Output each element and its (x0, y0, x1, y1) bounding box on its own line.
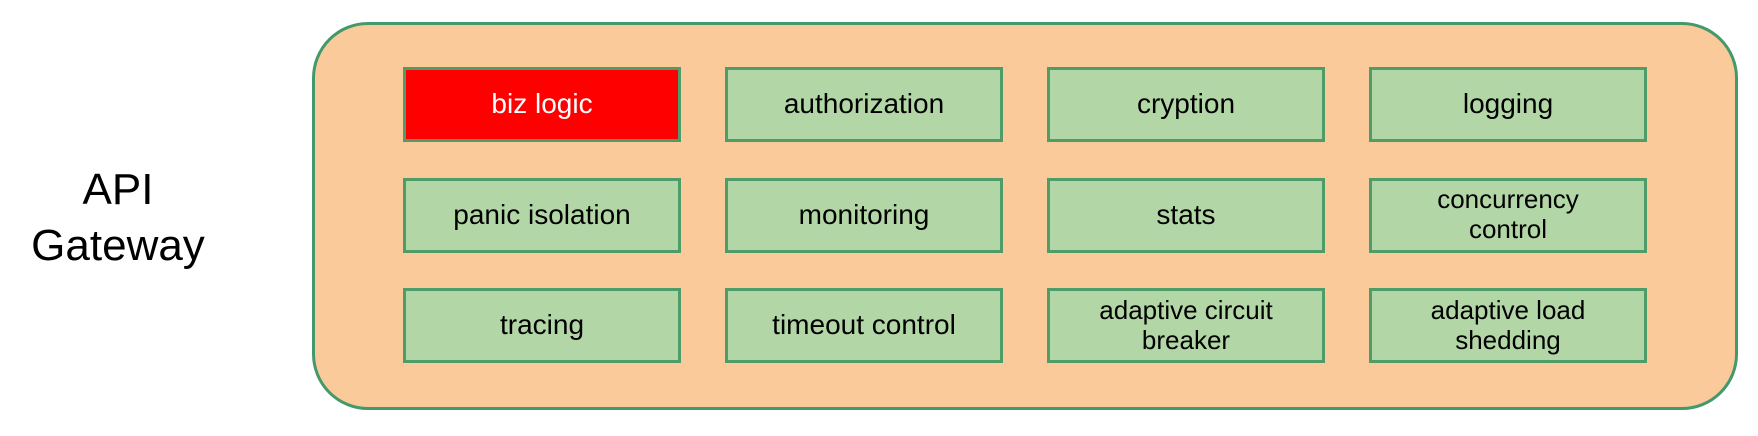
feature-box-concurrency-control: concurrency control (1369, 177, 1647, 253)
feature-label: adaptive load shedding (1430, 294, 1586, 355)
feature-label: timeout control (772, 309, 956, 341)
feature-box-biz-logic: biz logic (403, 67, 681, 142)
api-gateway-label: API Gateway (31, 165, 205, 270)
feature-box-adaptive-circuit-breaker: adaptive circuit breaker (1047, 288, 1325, 363)
feature-box-panic-isolation: panic isolation (403, 177, 681, 253)
feature-label: adaptive circuit breaker (1099, 294, 1273, 355)
api-gateway-container: biz logic authorization cryption logging pan… (312, 22, 1738, 410)
feature-label: biz logic (491, 88, 593, 120)
feature-box-tracing: tracing (403, 288, 681, 363)
feature-box-monitoring: monitoring (725, 177, 1003, 253)
feature-box-adaptive-load-shedding: adaptive load shedding (1369, 288, 1647, 363)
feature-label: monitoring (798, 198, 930, 230)
feature-box-stats: stats (1047, 177, 1325, 253)
feature-label: concurrency control (1437, 184, 1579, 244)
feature-label: stats (1156, 198, 1216, 230)
feature-grid: biz logic authorization cryption logging pan… (315, 25, 1735, 407)
feature-label: authorization (783, 88, 945, 120)
feature-label: cryption (1136, 88, 1236, 120)
feature-label: panic isolation (453, 198, 631, 230)
feature-box-logging: logging (1369, 67, 1647, 142)
feature-box-timeout-control: timeout control (725, 288, 1003, 363)
feature-label: logging (1462, 88, 1554, 120)
feature-box-authorization: authorization (725, 67, 1003, 142)
feature-box-cryption: cryption (1047, 67, 1325, 142)
feature-label: tracing (499, 309, 585, 341)
